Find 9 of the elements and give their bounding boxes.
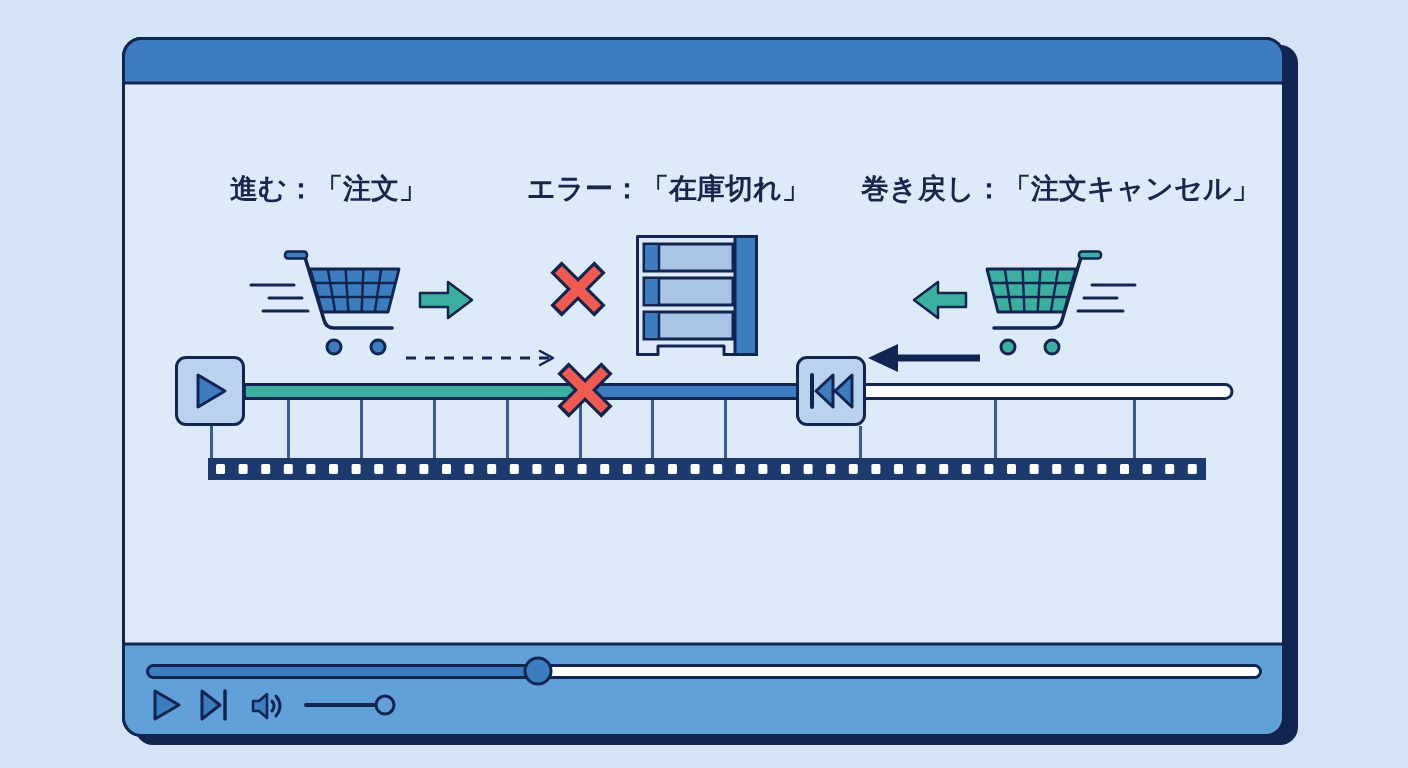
play-button xyxy=(175,356,245,426)
dashed-arrow xyxy=(406,349,555,367)
rewind-button xyxy=(796,356,866,426)
heading: 進む：「注文」 xyxy=(229,172,427,206)
shopping-cart-icon xyxy=(983,250,1138,358)
cross-icon xyxy=(555,360,615,420)
heading: 巻き戻し：「注文キャンセル」 xyxy=(860,172,1260,206)
heading: エラー：「在庫切れ」 xyxy=(526,172,810,206)
shopping-cart-icon xyxy=(248,250,403,358)
